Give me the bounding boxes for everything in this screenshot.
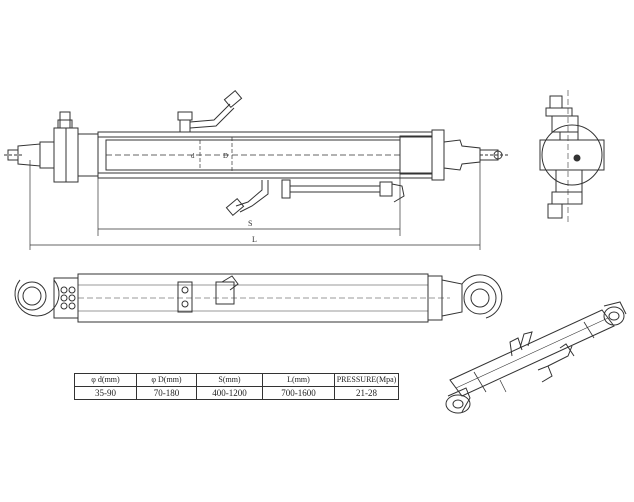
spec-table: φ d(mm) φ D(mm) S(mm) L(mm) PRESSURE(Mpa… [74, 373, 399, 400]
top-port-fitting [177, 281, 193, 313]
side-view: d D S L [4, 89, 510, 250]
value-length: 700-1600 [262, 386, 335, 400]
front-head [53, 277, 79, 319]
header-length: L(mm) [262, 373, 335, 387]
header-pressure: PRESSURE(Mpa) [334, 373, 399, 387]
iso-port-1 [509, 337, 523, 357]
length-dimension-label: L [252, 235, 257, 244]
value-rod-diameter: 35-90 [74, 386, 137, 400]
value-pressure: 21-28 [334, 386, 399, 400]
value-stroke: 400-1200 [196, 386, 263, 400]
rear-eye [463, 281, 497, 315]
end-view [539, 90, 605, 224]
upper-port [179, 119, 191, 133]
iso-rear-eye [603, 306, 625, 326]
spec-table-value-row: 35-90 70-180 400-1200 700-1600 21-28 [74, 386, 399, 400]
end-view-circle [541, 124, 603, 186]
header-bore-diameter: φ D(mm) [136, 373, 197, 387]
lower-fitting [379, 181, 393, 197]
header-rod-diameter: φ d(mm) [74, 373, 137, 387]
spec-table-header-row: φ d(mm) φ D(mm) S(mm) L(mm) PRESSURE(Mpa… [74, 373, 399, 387]
isometric-view [445, 301, 627, 414]
cap-end [431, 129, 445, 181]
rear-clevis [443, 139, 481, 171]
top-view [14, 273, 503, 323]
header-stroke: S(mm) [196, 373, 263, 387]
iso-front-eye [445, 394, 471, 414]
iso-barrel [449, 309, 615, 397]
top-port-elbow [215, 281, 235, 305]
rod-diameter-label: d [191, 152, 195, 160]
value-bore-diameter: 70-180 [136, 386, 197, 400]
upper-pipe [189, 103, 231, 123]
bore-diameter-label: D [223, 152, 228, 160]
stroke-dimension-label: S [248, 219, 252, 228]
iso-port-2 [537, 365, 553, 383]
front-eye [14, 279, 60, 317]
